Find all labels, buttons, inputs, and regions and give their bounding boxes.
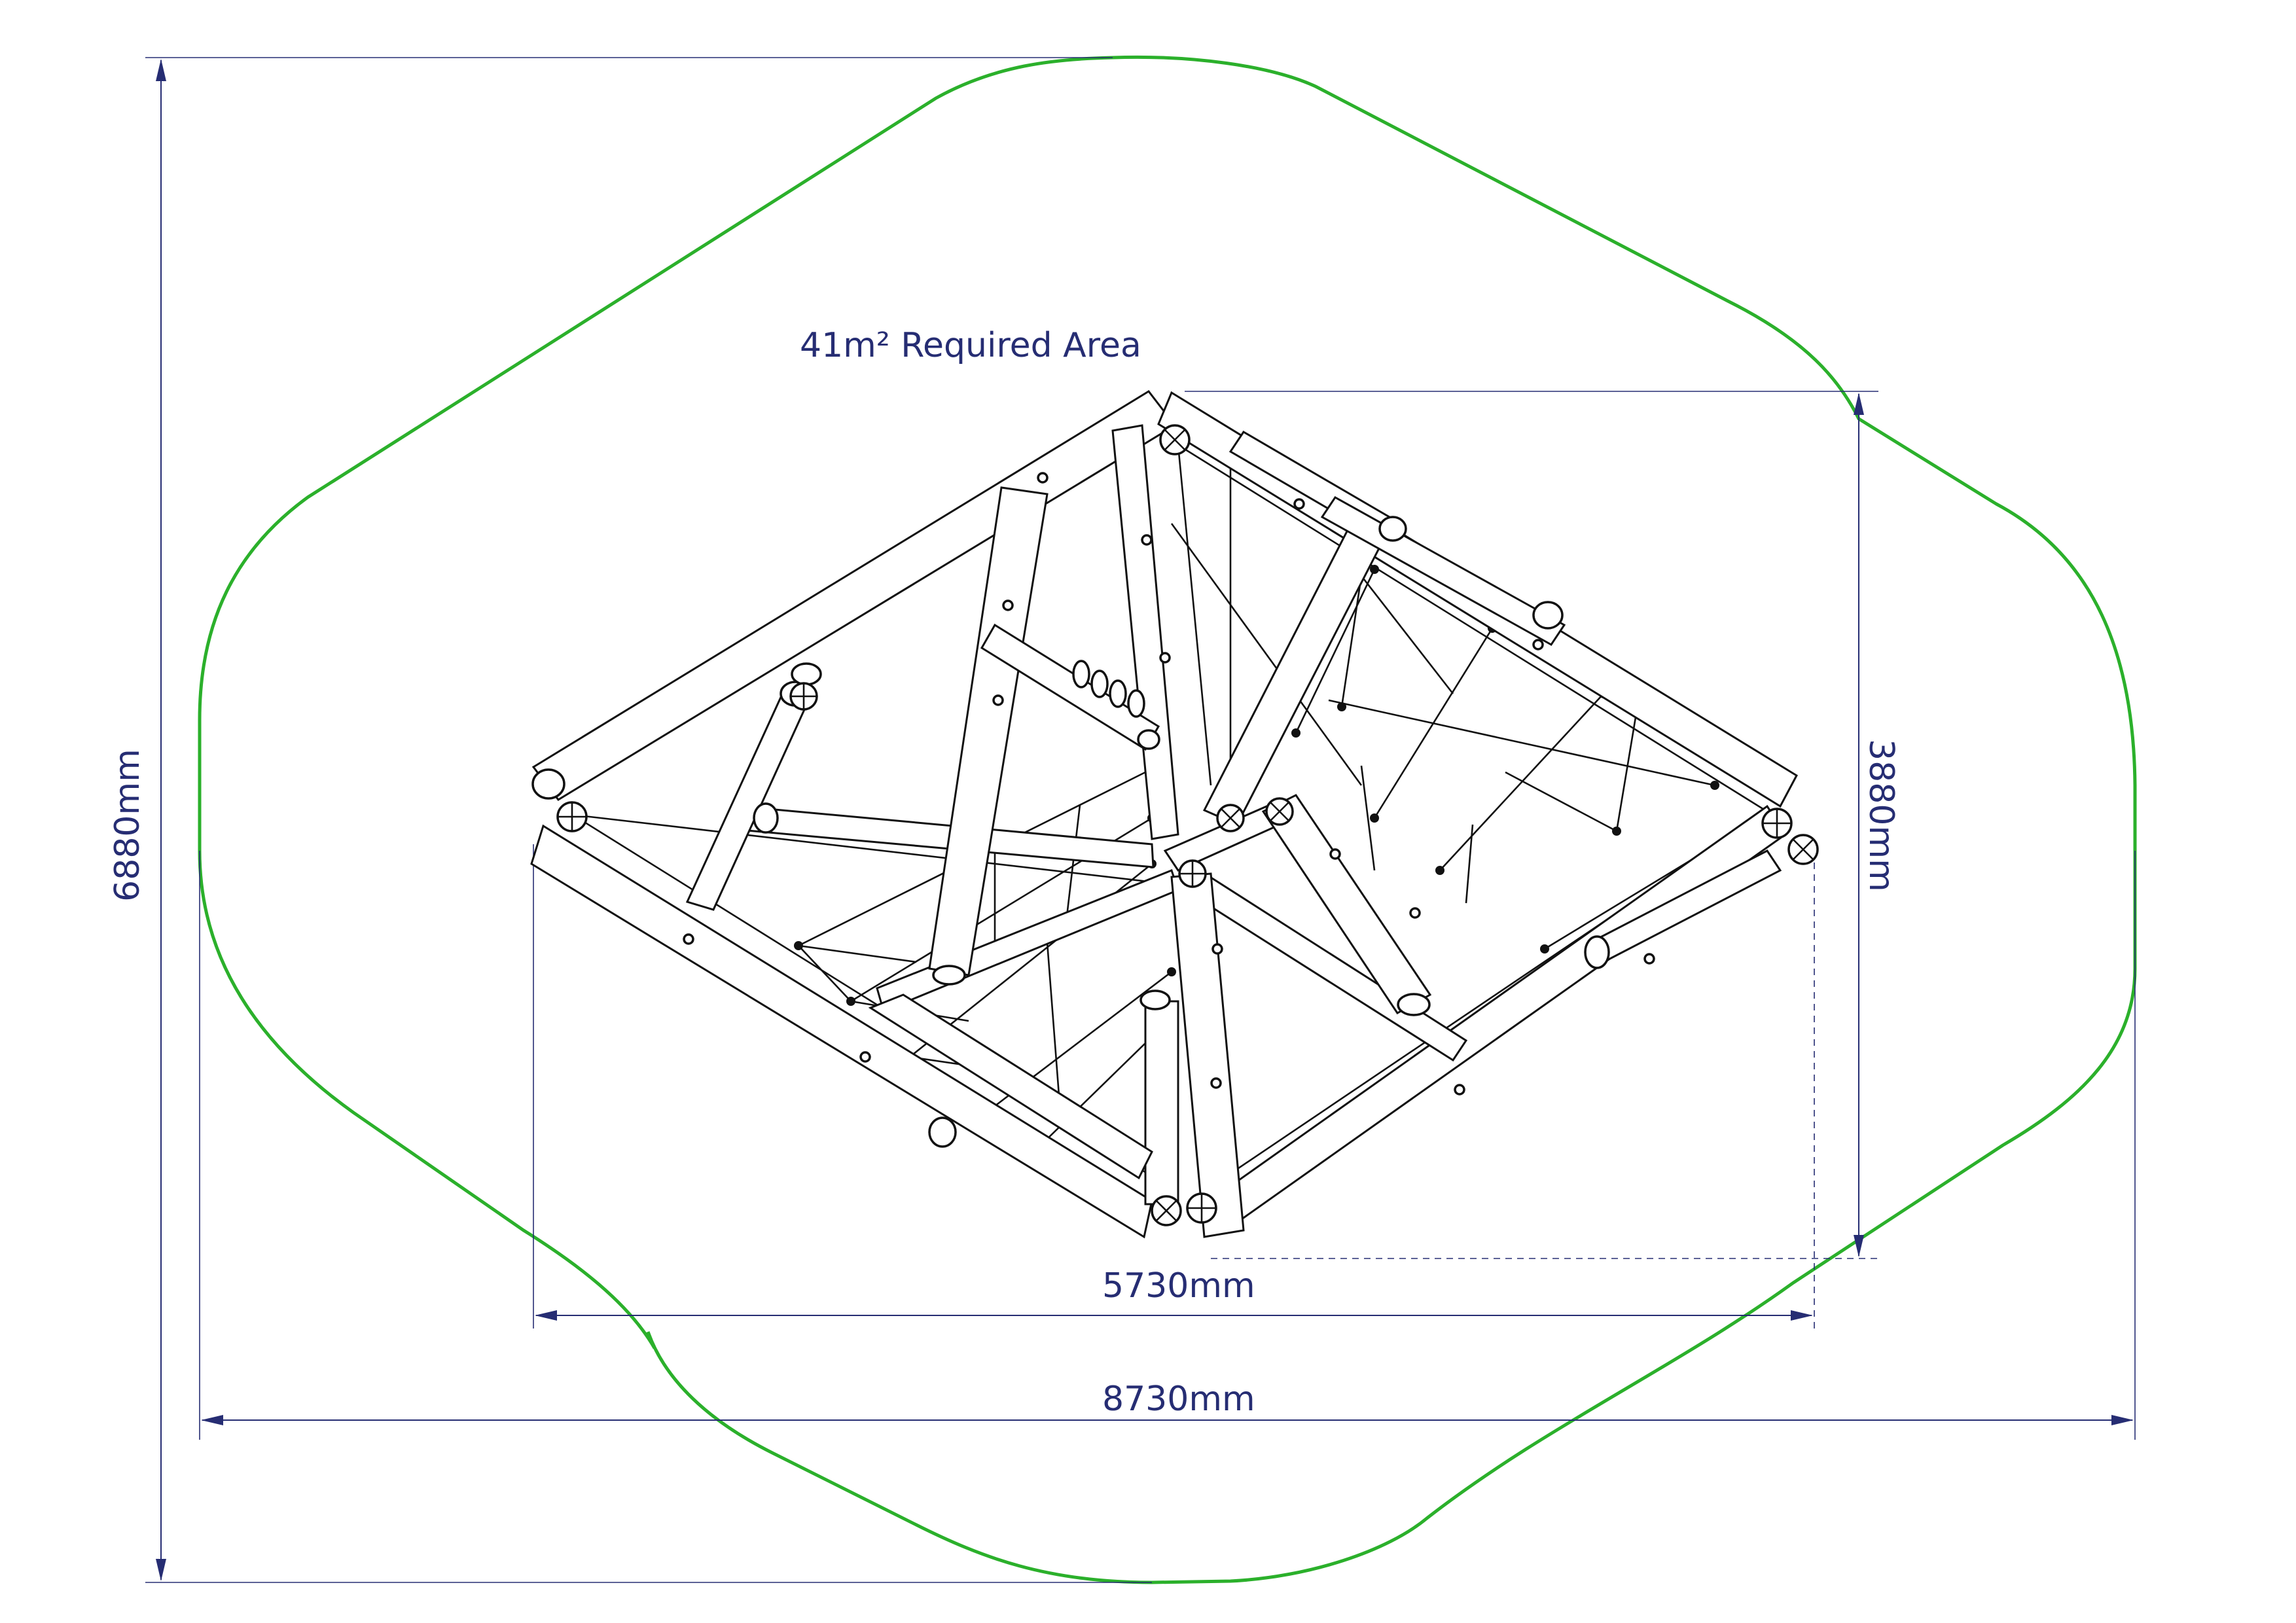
post-center-b	[1170, 872, 1245, 1238]
post-center-c	[1144, 1000, 1179, 1205]
overall-width-dimension	[199, 851, 2136, 1440]
arrow-head	[156, 59, 166, 81]
post-center-a	[1111, 424, 1179, 840]
overall-width-label: 8730mm	[1102, 1380, 1255, 1419]
arrow-head	[535, 1310, 557, 1321]
post-left-a	[685, 686, 814, 911]
bolt-holes	[683, 472, 1655, 1096]
arrow-head	[1854, 1235, 1864, 1257]
frame-tubes	[530, 390, 1798, 1239]
equipment-width-dimension	[533, 844, 1815, 1329]
post-top-crosses	[556, 424, 1819, 1226]
equipment-width-label: 5730mm	[1102, 1266, 1255, 1306]
grip-rings	[1072, 660, 1145, 718]
overall-depth-label: 6880mm	[108, 749, 147, 902]
arrow-head	[2111, 1415, 2134, 1425]
required-area-label: 41m² Required Area	[800, 326, 1141, 365]
arrow-head	[201, 1415, 223, 1425]
rail-top-left	[531, 390, 1177, 801]
arrow-head	[1854, 393, 1864, 415]
climbing-frame	[530, 390, 1819, 1239]
arrow-head	[1791, 1310, 1813, 1321]
equipment-depth-dimension	[1185, 391, 1878, 1259]
rail-bottom-left	[530, 824, 1153, 1239]
equipment-depth-label: 3880mm	[1861, 739, 1901, 892]
rail-bottom-right	[1208, 804, 1787, 1229]
rail-center-d	[876, 869, 1179, 1013]
post-left-c	[868, 993, 1153, 1180]
arrow-head	[156, 1559, 166, 1581]
overall-depth-dimension	[145, 57, 1152, 1583]
